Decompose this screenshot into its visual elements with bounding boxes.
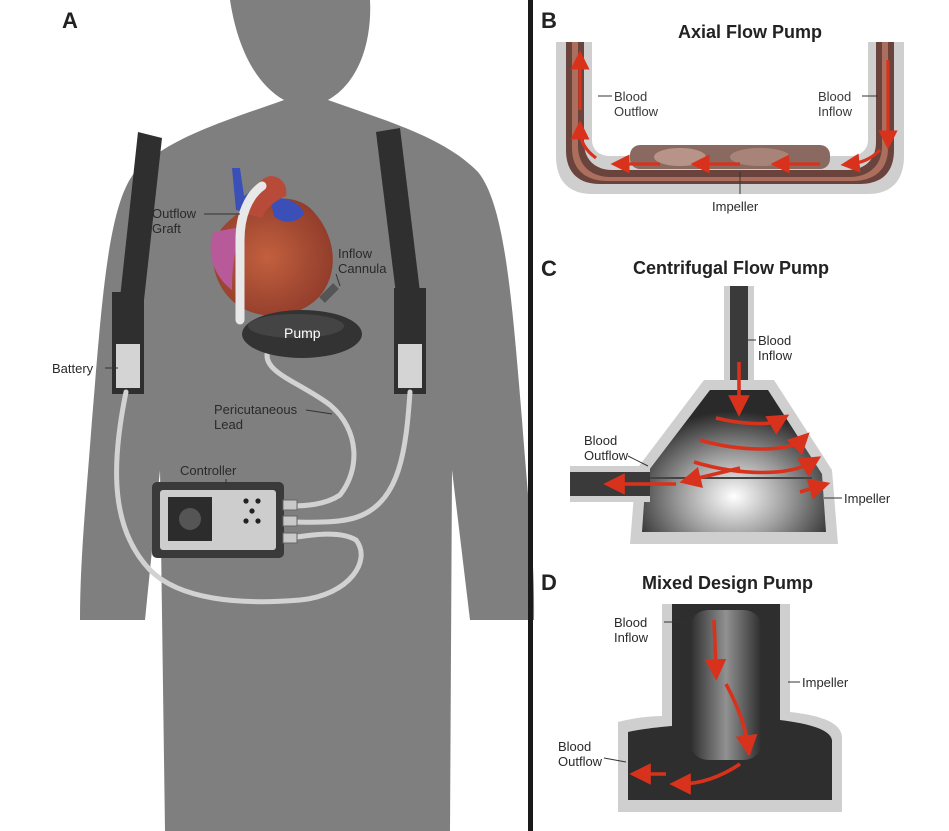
panel-c-letter: C xyxy=(541,256,557,282)
panel-d-letter: D xyxy=(541,570,557,596)
centrifugal-chamber xyxy=(642,390,826,532)
panel-b-title: Axial Flow Pump xyxy=(678,22,822,43)
panel-d-title: Mixed Design Pump xyxy=(642,573,813,594)
right-battery xyxy=(398,344,422,388)
torso-silhouette xyxy=(80,0,534,831)
controller-knob xyxy=(179,508,201,530)
label-d-impeller: Impeller xyxy=(802,675,848,690)
label-b-blood-outflow: Blood Outflow xyxy=(614,89,658,119)
label-battery: Battery xyxy=(52,361,93,376)
controller-ports xyxy=(283,500,297,543)
panel-divider xyxy=(528,0,533,831)
panel-b-letter: B xyxy=(541,8,557,34)
left-battery xyxy=(116,344,140,388)
label-d-blood-outflow: Blood Outflow xyxy=(558,739,602,769)
label-outflow-graft: Outflow Graft xyxy=(152,206,196,236)
label-percutaneous-lead: Pericutaneous Lead xyxy=(214,402,297,432)
label-c-impeller: Impeller xyxy=(844,491,890,506)
label-controller: Controller xyxy=(180,463,236,478)
label-c-blood-outflow: Blood Outflow xyxy=(584,433,628,463)
label-pump: Pump xyxy=(284,325,321,341)
label-c-blood-inflow: Blood Inflow xyxy=(758,333,792,363)
label-inflow-cannula: Inflow Cannula xyxy=(338,246,386,276)
panel-a-art xyxy=(80,0,534,831)
label-b-blood-inflow: Blood Inflow xyxy=(818,89,852,119)
panel-c-title: Centrifugal Flow Pump xyxy=(633,258,829,279)
panel-a-letter: A xyxy=(62,8,78,34)
label-d-blood-inflow: Blood Inflow xyxy=(614,615,648,645)
panel-c-art xyxy=(570,286,842,544)
label-b-impeller: Impeller xyxy=(712,199,758,214)
